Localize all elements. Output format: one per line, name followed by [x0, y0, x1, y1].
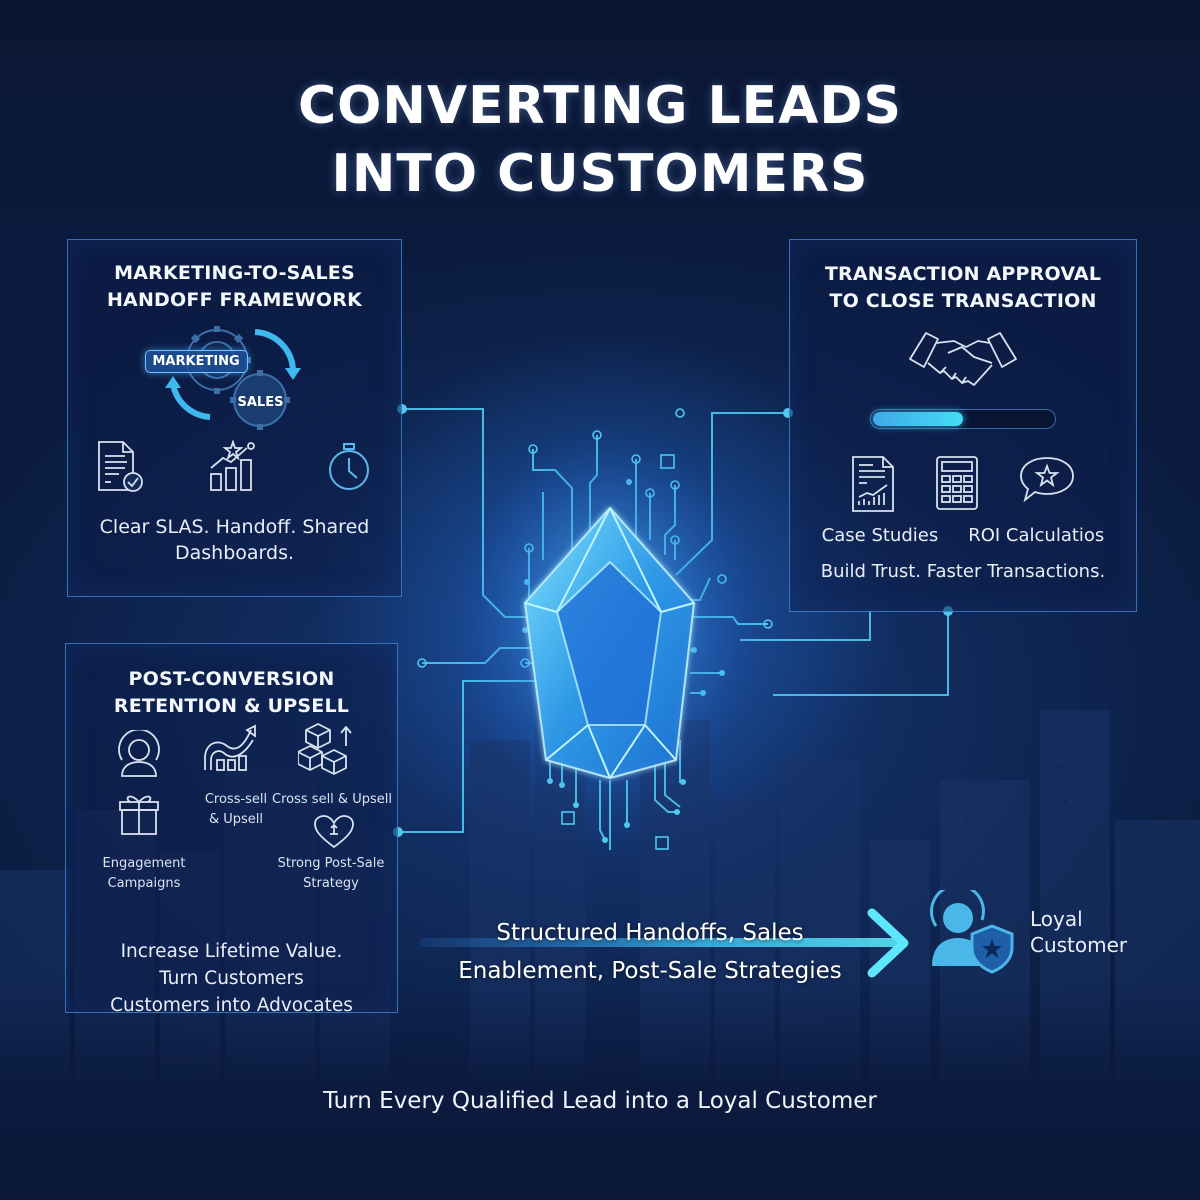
growth-chart-star-icon: [209, 440, 255, 491]
engagement-label-line-2: Campaigns: [107, 876, 181, 891]
retention-summary-line-2: Turn Customers: [159, 968, 304, 989]
handoff-panel-title: MARKETING-TO-SALES HANDOFF FRAMEWORK: [68, 260, 401, 314]
marketing-sales-gears: MARKETING SALES: [144, 322, 325, 432]
transaction-labels: Case Studies ROI Calculatios: [790, 523, 1136, 549]
loyal-customer-label: Loyal Customer: [1030, 906, 1127, 958]
retention-title-line-1: POST-CONVERSION: [128, 668, 335, 690]
cross-sell-label-line-2: & Upsell: [208, 812, 264, 827]
case-studies-label: Case Studies: [821, 525, 939, 546]
loyal-customer-badge: Loyal Customer: [928, 890, 1127, 974]
handoff-title-line-1: MARKETING-TO-SALES: [114, 262, 355, 284]
user-shield-star-icon: [930, 890, 1014, 974]
transaction-panel-title: TRANSACTION APPROVAL TO CLOSE TRANSACTIO…: [790, 261, 1136, 315]
retention-icon-grid: Cross-sell & Upsell Cross sell & Upsell …: [66, 723, 397, 936]
cubes-upgrade-icon: [298, 723, 352, 775]
handoff-framework-panel: MARKETING-TO-SALES HANDOFF FRAMEWORK MAR…: [67, 239, 402, 597]
stopwatch-icon: [328, 443, 369, 490]
report-chart-icon: [852, 456, 894, 512]
engagement-label-line-1: Engagement: [102, 856, 186, 871]
transaction-title-line-1: TRANSACTION APPROVAL: [824, 263, 1102, 285]
cross-sell-label-line-1: Cross-sell: [204, 792, 268, 807]
handoff-summary-line-2: Dashboards.: [174, 542, 295, 564]
loyal-label-line-1: Loyal: [1030, 907, 1083, 931]
flow-line-1: Structured Handoffs, Sales: [496, 920, 804, 946]
flow-description: Structured Handoffs, Sales Enablement, P…: [430, 914, 870, 990]
loyal-label-line-2: Customer: [1030, 933, 1128, 957]
retention-summary-line-3: Customers into Advocates: [110, 995, 353, 1016]
handoff-icon-row: [68, 440, 401, 494]
tagline: Turn Every Qualified Lead into a Loyal C…: [323, 1088, 877, 1114]
heart-icon: [314, 815, 354, 849]
upward-trend-icon: [204, 724, 256, 771]
cross-sell-upsell-label: Cross sell & Upsell: [272, 792, 392, 807]
transaction-title-line-2: TO CLOSE TRANSACTION: [829, 290, 1097, 312]
handoff-summary: Clear SLAS. Handoff. Shared Dashboards.: [68, 514, 401, 566]
sales-gear-label: SALES: [237, 395, 284, 410]
user-circle-icon: [118, 730, 160, 777]
retention-upsell-panel: POST-CONVERSION RETENTION & UPSELL: [65, 643, 398, 1016]
flow-line-2: Enablement, Post-Sale Strategies: [458, 958, 842, 984]
title-line-2: INTO CUSTOMERS: [331, 144, 869, 204]
calculator-icon: [936, 456, 978, 510]
retention-panel-title: POST-CONVERSION RETENTION & UPSELL: [66, 666, 397, 720]
retention-title-line-2: RETENTION & UPSELL: [113, 695, 350, 717]
roi-calculators-label: ROI Calculatios: [968, 525, 1105, 546]
retention-summary: Increase Lifetime Value. Turn Customers …: [66, 938, 397, 1019]
gears-cycle-icon: [164, 326, 301, 430]
document-check-icon: [97, 441, 143, 492]
approval-progress-fill: [873, 412, 963, 426]
approval-progress-bar: [870, 409, 1056, 429]
speech-star-icon: [1020, 457, 1074, 503]
marketing-gear-label: MARKETING: [144, 350, 248, 373]
flow-arrow-icon: [420, 908, 909, 978]
gift-icon: [119, 795, 159, 835]
page-title: CONVERTING LEADS INTO CUSTOMERS: [0, 72, 1200, 208]
transaction-icon-row: [790, 455, 1136, 513]
retention-summary-line-1: Increase Lifetime Value.: [120, 941, 343, 962]
post-sale-label-line-2: Strategy: [303, 876, 359, 891]
engagement-campaigns-label: Engagement Campaigns: [84, 854, 204, 894]
handoff-summary-line-1: Clear SLAS. Handoff. Shared: [99, 516, 370, 538]
post-sale-strategy-label: Strong Post-Sale Strategy: [266, 854, 396, 894]
post-sale-label-line-1: Strong Post-Sale: [277, 856, 385, 871]
transaction-approval-panel: TRANSACTION APPROVAL TO CLOSE TRANSACTIO…: [789, 239, 1137, 612]
handshake-icon: [909, 332, 1017, 386]
transaction-summary: Build Trust. Faster Transactions.: [820, 561, 1106, 582]
cross-sell-label: Cross-sell & Upsell: [196, 790, 276, 830]
title-line-1: CONVERTING LEADS: [298, 76, 902, 136]
handoff-title-line-2: HANDOFF FRAMEWORK: [106, 289, 363, 311]
